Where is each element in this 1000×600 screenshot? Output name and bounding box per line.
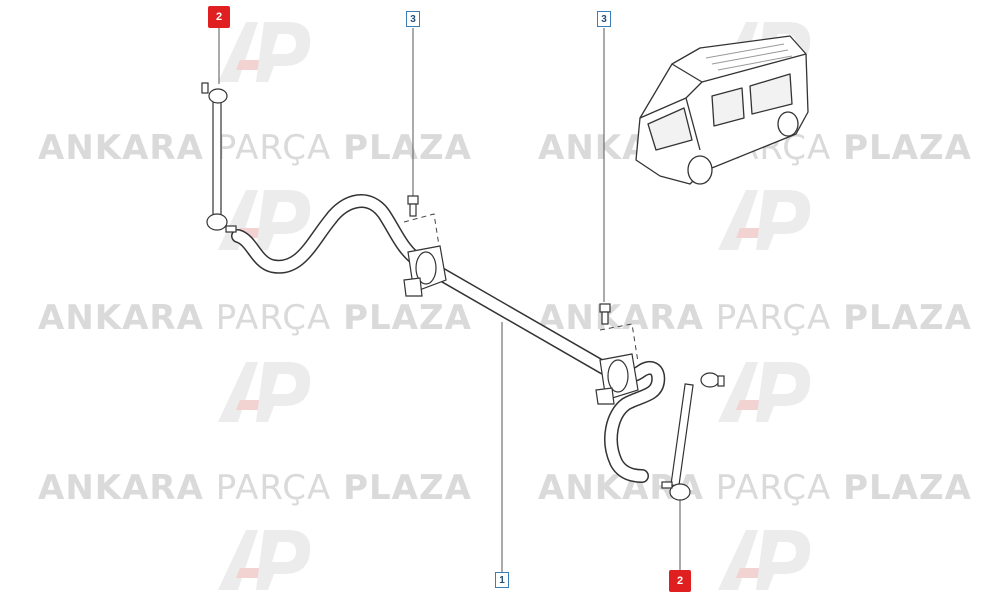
callout-link-top[interactable]: 2 [208, 6, 230, 28]
bolt-left [407, 195, 419, 217]
callout-bar[interactable]: 1 [495, 572, 509, 588]
ap-logo-watermark [718, 362, 811, 422]
ap-logo-watermark [218, 530, 311, 590]
van-illustration [635, 35, 809, 185]
ap-logo-watermark [218, 190, 311, 250]
ap-logo-watermark [718, 530, 811, 590]
watermark-text: ANKARA PARÇA PLAZA [38, 468, 472, 508]
leader-lines [218, 28, 681, 572]
stabilizer-bar [231, 194, 666, 483]
callout-bushing-right[interactable]: 3 [597, 11, 611, 27]
stabilizer-link-left [201, 82, 237, 233]
watermark-text: ANKARA PARÇA PLAZA [38, 298, 472, 338]
guide-lines [403, 213, 639, 363]
ap-logo-watermark [718, 190, 811, 250]
watermark-text: ANKARA PARÇA PLAZA [538, 298, 972, 338]
callout-bushing-left[interactable]: 3 [406, 11, 420, 27]
stabilizer-link-right [661, 372, 725, 501]
ap-logo-watermark [218, 22, 311, 82]
bolt-right [599, 303, 611, 325]
watermark-text: ANKARA PARÇA PLAZA [38, 128, 472, 168]
bushing-left [403, 245, 447, 297]
callout-link-bottom[interactable]: 2 [669, 570, 691, 592]
ap-logo-watermark [218, 362, 311, 422]
bushing-right [595, 353, 639, 405]
